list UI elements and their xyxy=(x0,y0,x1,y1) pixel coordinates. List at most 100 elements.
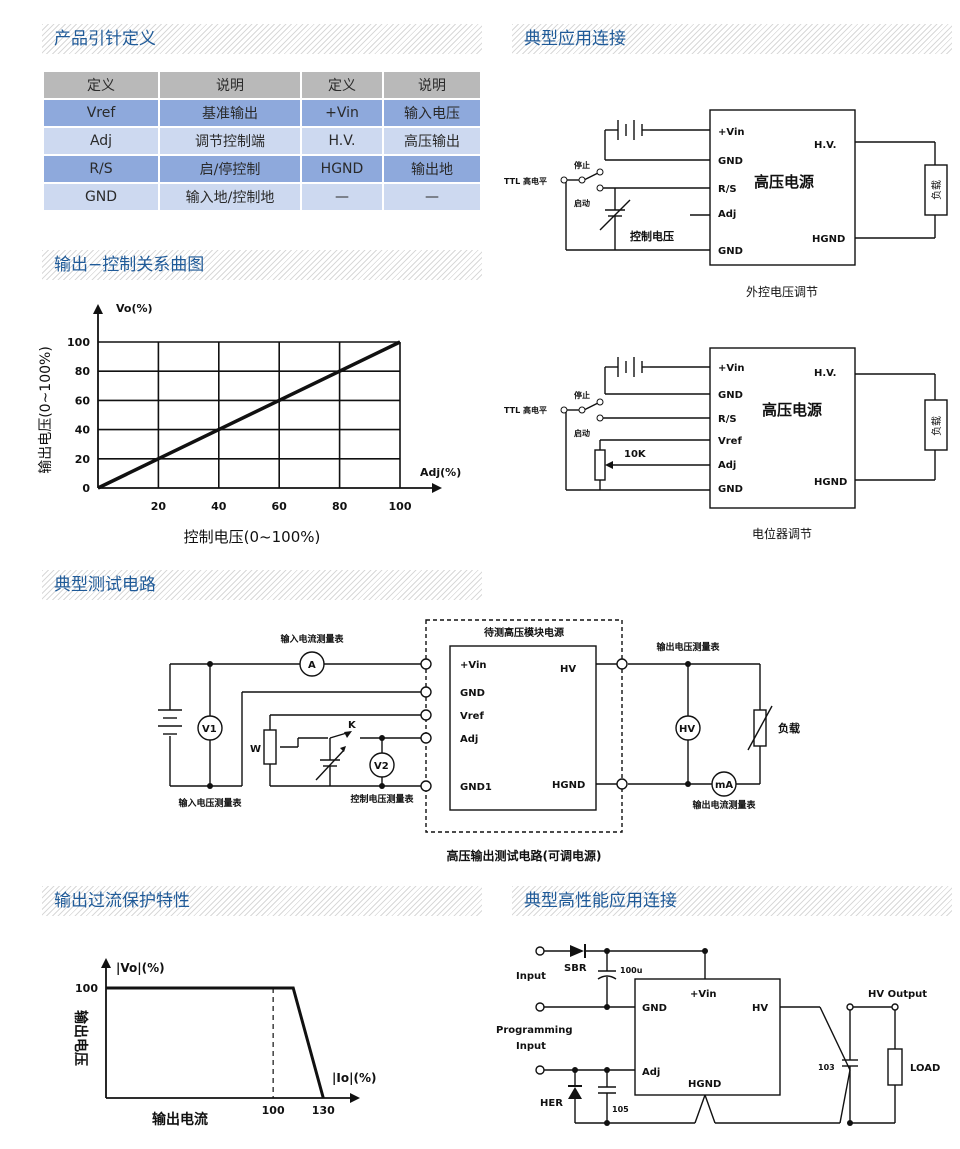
table-cell: 输出地 xyxy=(384,156,480,182)
table-cell: 输入电压 xyxy=(384,100,480,126)
table-header-cell: 说明 xyxy=(384,72,480,98)
hv-output-label: HV Output xyxy=(868,989,927,1000)
hgnd-label: HGND xyxy=(812,234,845,245)
y-axis-label: 输出电压 xyxy=(72,1010,89,1066)
section-header-curve: 输出−控制关系曲图 xyxy=(42,250,482,280)
w-label: W xyxy=(250,744,261,755)
hgnd-label: HGND xyxy=(552,780,585,791)
x-axis-arrow xyxy=(432,483,442,493)
series-line xyxy=(97,340,401,490)
x-axis-name: Adj(%) xyxy=(420,466,461,479)
table-cell: Vref xyxy=(44,100,158,126)
programming-input-label: Input xyxy=(516,1041,546,1052)
x-tick-label: 100 xyxy=(389,500,412,513)
table-header-row: 定义 说明 定义 说明 xyxy=(44,72,480,98)
table-cell: 输入地/控制地 xyxy=(160,184,300,210)
caption: 外控电压调节 xyxy=(746,285,818,299)
pin-label: GND xyxy=(460,688,485,699)
pin-label: Adj xyxy=(718,460,736,471)
pin-label: Vref xyxy=(718,436,742,447)
load-label: 负载 xyxy=(778,721,800,735)
table-header-cell: 定义 xyxy=(302,72,382,98)
caption: 电位器调节 xyxy=(752,526,812,541)
test-circuit-diagram: A V1 V2 HV mA W K +Vin GND Vref Adj GND1… xyxy=(158,619,800,863)
pin-label: GND xyxy=(718,484,743,495)
meter-v2-label: V2 xyxy=(374,761,389,772)
section-header-overcurrent: 输出过流保护特性 xyxy=(42,886,482,916)
hv-label: H.V. xyxy=(814,140,836,151)
vin-label: +Vin xyxy=(690,989,717,1000)
y-tick-label: 100 xyxy=(75,982,98,995)
x-axis-name: |Io|(%) xyxy=(332,1071,376,1085)
x-axis-label: 控制电压(0~100%) xyxy=(184,528,321,546)
table-header-cell: 定义 xyxy=(44,72,158,98)
adj-label: Adj xyxy=(642,1067,660,1078)
section-header-test-circuit: 典型测试电路 xyxy=(42,570,482,600)
pin-table: 定义 说明 定义 说明 Vref 基准输出 +Vin 输入电压 Adj 调节控制… xyxy=(42,70,482,212)
stop-label: 停止 xyxy=(574,160,590,170)
pin-label: Adj xyxy=(718,209,736,220)
table-cell: +Vin xyxy=(302,100,382,126)
table-cell: 调节控制端 xyxy=(160,128,300,154)
y-axis-arrow xyxy=(93,304,103,314)
hv-label: HV xyxy=(752,1003,768,1014)
table-cell: 基准输出 xyxy=(160,100,300,126)
hgnd-label: HGND xyxy=(688,1079,721,1090)
y-tick-label: 20 xyxy=(75,453,91,466)
table-cell: 高压输出 xyxy=(384,128,480,154)
out-current-meter-label: 输出电流测量表 xyxy=(692,799,756,811)
y-tick-label: 40 xyxy=(75,424,91,437)
meter-v1-label: V1 xyxy=(202,724,217,735)
pin-label: R/S xyxy=(718,184,737,195)
table-row: GND 输入地/控制地 — — xyxy=(44,184,480,210)
y-axis-name: Vo(%) xyxy=(116,302,153,315)
section-header-high-perf: 典型高性能应用连接 xyxy=(512,886,952,916)
her-label: HER xyxy=(540,1098,563,1109)
table-cell: 启/停控制 xyxy=(160,156,300,182)
hv-label: H.V. xyxy=(814,368,836,379)
series-line xyxy=(106,986,325,1099)
module-label: 高压电源 xyxy=(754,173,814,191)
hgnd-label: HGND xyxy=(814,477,847,488)
table-cell: HGND xyxy=(302,156,382,182)
x-tick-label: 130 xyxy=(312,1104,335,1117)
input-label: Input xyxy=(516,971,546,982)
chart-grid xyxy=(98,341,401,488)
table-cell: GND xyxy=(44,184,158,210)
load-label: 负载 xyxy=(930,180,943,200)
caption: 高压输出测试电路(可调电源) xyxy=(447,848,602,863)
table-header-cell: 说明 xyxy=(160,72,300,98)
pin-label: GND1 xyxy=(460,782,492,793)
load-label: 负载 xyxy=(930,416,943,436)
programming-label: Programming xyxy=(496,1025,573,1036)
sbr-label: SBR xyxy=(564,963,587,974)
box-title: 待测高压模块电源 xyxy=(484,626,564,639)
x-tick-label: 100 xyxy=(262,1104,285,1117)
pin-label: GND xyxy=(718,246,743,257)
table-cell: Adj xyxy=(44,128,158,154)
table-row: Vref 基准输出 +Vin 输入电压 xyxy=(44,100,480,126)
hv-label: HV xyxy=(560,664,576,675)
cap2-label: 105 xyxy=(612,1105,629,1114)
app-circuit-potentiometer: +Vin GND R/S Vref Adj GND H.V. HGND TTL … xyxy=(504,347,948,541)
k-label: K xyxy=(348,720,357,731)
ttl-label: TTL 高电平 xyxy=(504,405,547,415)
y-tick-label: 80 xyxy=(75,365,91,378)
out-voltage-meter-label: 输出电压测量表 xyxy=(656,641,720,653)
pin-label: +Vin xyxy=(718,127,745,138)
control-voltage-label: 控制电压 xyxy=(630,229,674,243)
app-circuit-external-voltage: +Vin GND R/S Adj GND H.V. HGND TTL 高电平 停… xyxy=(504,109,948,299)
y-axis-name: |Vo|(%) xyxy=(116,961,165,975)
in-voltage-meter-label: 输入电压测量表 xyxy=(178,797,242,809)
y-axis-label: 输出电压(0~100%) xyxy=(38,346,54,474)
pin-label: +Vin xyxy=(718,363,745,374)
pin-label: Vref xyxy=(460,711,484,722)
pin-label: R/S xyxy=(718,414,737,425)
load-label: LOAD xyxy=(910,1063,940,1074)
y-axis-arrow xyxy=(101,958,111,968)
start-label: 启动 xyxy=(574,428,590,438)
sbr-diode xyxy=(570,945,584,957)
cap1-label: 100u xyxy=(620,966,643,975)
table-cell: — xyxy=(384,184,480,210)
